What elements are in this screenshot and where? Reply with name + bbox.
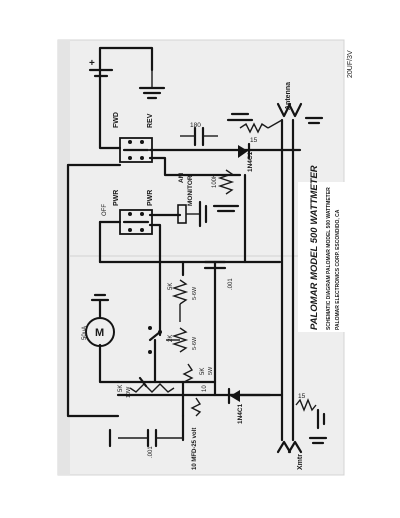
- rev-label: REV: [147, 113, 154, 128]
- capacitor-180: [180, 126, 218, 147]
- wiring: [66, 46, 302, 442]
- switch-mid: [148, 326, 162, 354]
- r5k-left-label-b: 10W: [126, 386, 132, 398]
- pwr-switch: [119, 209, 153, 235]
- fwd-label: FWD: [113, 112, 120, 128]
- meter-label: M: [95, 327, 104, 339]
- diode-top-label: 1N4C1: [247, 151, 254, 172]
- cap-180-label: 180: [190, 122, 201, 129]
- diode-top: [238, 142, 251, 160]
- title-line1: SCHEMATIC DIAGRAM PALOMAR MODEL 500 WATT…: [326, 187, 332, 330]
- resistor-5k-bottom: [182, 363, 194, 383]
- cap-001-label: .001: [228, 278, 234, 290]
- svg-text:+: +: [89, 58, 95, 69]
- am-label: AM: [178, 173, 185, 183]
- r5k-bottom-label: 5K: [200, 368, 206, 375]
- r10-label: 10: [202, 385, 208, 392]
- r5k-left-label: 5K: [118, 385, 124, 392]
- top-right-label: 20UF/3V: [347, 50, 354, 78]
- battery-top: +: [88, 58, 166, 100]
- xmtr-label: Xmtr: [297, 454, 304, 470]
- battery-note: 10 MFD-25 volt: [192, 428, 198, 470]
- resistor-10: [190, 397, 202, 417]
- antenna-top-label: Antenna: [285, 82, 292, 110]
- meter: M: [85, 293, 115, 347]
- r2k-label-b: 5-6W: [192, 336, 198, 350]
- pwr-label: PWR: [113, 190, 120, 206]
- title-block: PALOMAR MODEL 500 WATTMETER SCHEMATIC DI…: [298, 165, 348, 332]
- monitor-label: MONITOR: [187, 175, 194, 206]
- cap-bottom-label: .001: [148, 446, 154, 458]
- pwr-right-label: PWR: [147, 190, 154, 206]
- xmtr-antenna: [276, 436, 328, 454]
- resistor-5k-top: [171, 279, 189, 322]
- title-text: PALOMAR MODEL 500 WATTMETER: [309, 165, 320, 330]
- r2k-label: 2K: [168, 335, 174, 342]
- diode-bottom: [227, 387, 240, 405]
- resistor-15-top: [226, 112, 283, 134]
- r15-top-label: 15: [250, 137, 258, 144]
- off-label: OFF: [102, 204, 108, 216]
- meter-note: 50uA: [82, 326, 88, 340]
- antenna-top: [276, 102, 324, 125]
- monitor-jack: [177, 200, 208, 228]
- diode-bottom-label: 1N4C1: [237, 403, 244, 424]
- resistor-2k: [166, 327, 189, 353]
- r5k-bottom-label-b: 5W: [208, 366, 214, 375]
- fwd-rev-switch: [119, 137, 153, 163]
- r100k-label: 100K: [212, 174, 218, 188]
- capacitor-bottom: [108, 428, 183, 448]
- r5k-top-label: 5K: [168, 283, 174, 290]
- capacitor-001-mid: [203, 260, 227, 270]
- resistor-100k: [212, 169, 240, 213]
- resistor-5k-left: [129, 376, 175, 393]
- r5k-top-label-b: 5-6W: [192, 286, 198, 300]
- title-line2: PALOMAR ELECTRONICS CORP. ESCONDIDO, CA: [335, 209, 341, 330]
- resistor-15-bottom: [295, 398, 326, 430]
- r15-bottom-label: 15: [298, 393, 306, 400]
